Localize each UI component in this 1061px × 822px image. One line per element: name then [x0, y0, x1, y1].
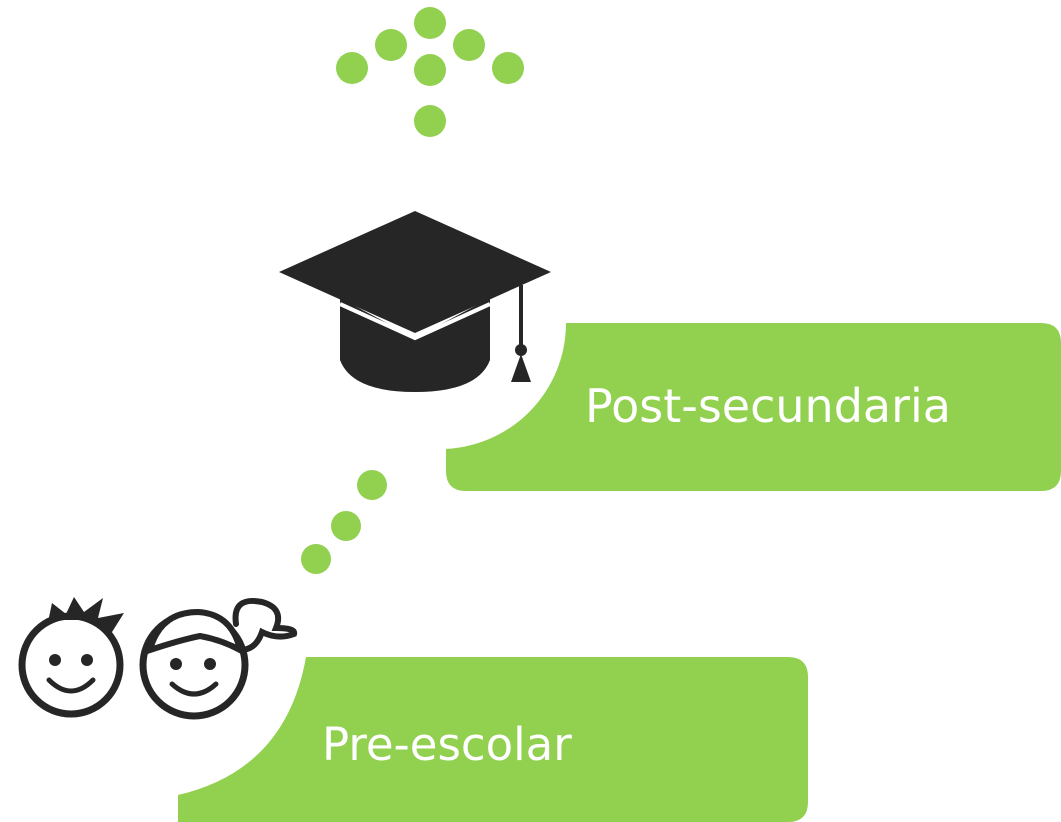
pre-escolar-box [178, 657, 808, 822]
connector-dot [357, 470, 387, 500]
arrow-dot [375, 29, 407, 61]
girl-eye [170, 658, 182, 670]
boy-eye [81, 654, 93, 666]
boy-head [18, 612, 124, 718]
children-faces-icon [18, 597, 298, 720]
girl-ponytail [232, 598, 298, 653]
connector-dot [301, 544, 331, 574]
pre-escolar-box-shape [178, 657, 808, 822]
dotted-up-arrow-icon [336, 7, 524, 137]
cap-board [279, 211, 551, 333]
connector-dot [331, 511, 361, 541]
boy-hair [48, 597, 124, 632]
pre-escolar-label: Pre-escolar [322, 718, 572, 771]
arrow-dot [336, 52, 368, 84]
tassel-end [511, 354, 531, 382]
post-secundaria-arc-line [447, 322, 564, 448]
post-secundaria-box-shape [446, 323, 1061, 491]
arrow-dot [414, 105, 446, 137]
graduation-cap-icon [279, 211, 551, 392]
boy-smile [46, 677, 96, 694]
girl-eye [204, 658, 216, 670]
arrow-dot [414, 7, 446, 39]
arrow-dot [492, 52, 524, 84]
girl-smile [169, 681, 219, 697]
cap-band [339, 302, 491, 341]
post-secundaria-label: Post-secundaria [585, 379, 951, 433]
arrow-dot [414, 54, 446, 86]
tassel-knot [515, 344, 527, 356]
boy-eye [49, 654, 61, 666]
dotted-connector [301, 470, 387, 574]
arrow-dot [453, 29, 485, 61]
